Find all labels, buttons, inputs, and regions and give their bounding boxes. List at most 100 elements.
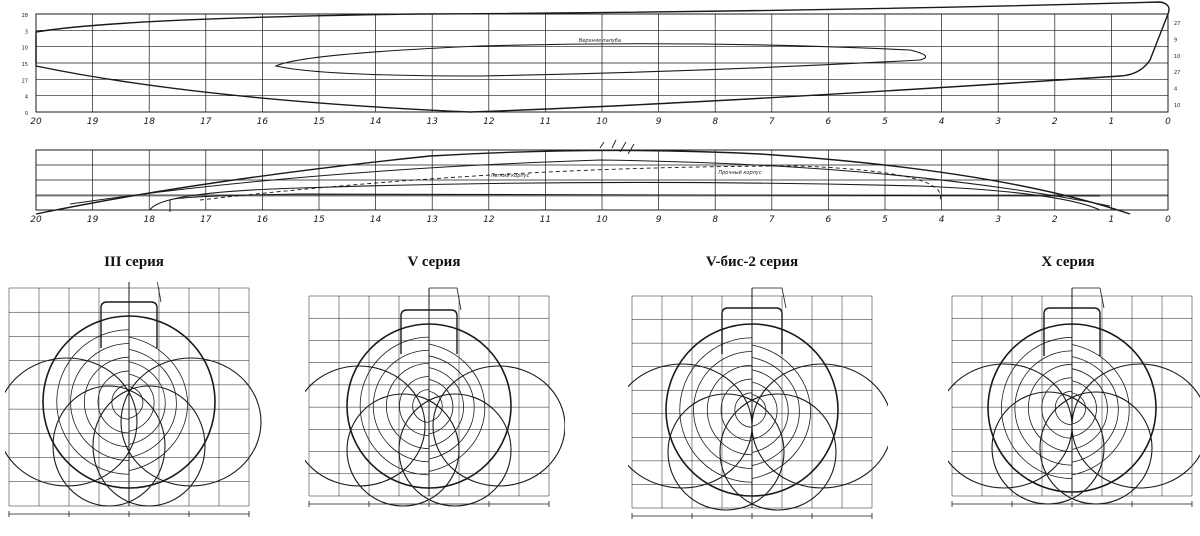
plan-station-label: 17 (200, 117, 212, 127)
frame-section-right (751, 394, 767, 427)
profile-keel-label: Прочный корпус (718, 170, 761, 176)
profile-outer-hull (35, 149, 1131, 215)
pressure-hull-section (346, 323, 512, 489)
plan-station-label: 6 (826, 117, 832, 127)
section-title-v-bis-2: V-бис-2 серия (705, 254, 799, 270)
plan-station-label: 11 (540, 117, 551, 127)
frame-section-left (1054, 390, 1073, 426)
conning-tower (1043, 307, 1101, 356)
ballast-tank-section (398, 393, 512, 507)
frame-section-right (751, 344, 811, 480)
plan-right-tick: 4 (1174, 87, 1177, 93)
plan-left-tick: 4 (25, 95, 28, 101)
plan-station-label: 9 (656, 117, 662, 127)
plan-left-tick: 10 (22, 46, 28, 52)
frame-section-right (128, 386, 144, 419)
pressure-hull-section (665, 323, 839, 497)
profile-station-label: 12 (483, 215, 495, 225)
profile-deck-label: Легкий корпус (490, 173, 530, 179)
conning-tower (100, 301, 158, 348)
ballast-tank-section (667, 393, 785, 511)
ballast-tank-section (305, 365, 426, 487)
body-plan-v (305, 287, 565, 507)
frame-section-left (693, 351, 753, 469)
ballast-tank-section (346, 393, 460, 507)
frame-section-right (128, 373, 155, 432)
profile-station-label: 1 (1109, 215, 1115, 225)
profile-station-label: 2 (1052, 215, 1058, 225)
frame-section-right (1071, 380, 1097, 438)
frame-section-left (412, 389, 430, 423)
section-title-v: V серия (407, 254, 461, 270)
conning-tower (400, 309, 458, 354)
frame-section-left (720, 378, 753, 442)
section-title-iii: III серия (104, 254, 164, 270)
periscope-outline (1072, 287, 1105, 309)
profile-station-label: 5 (882, 215, 888, 225)
ballast-tank-section (5, 357, 138, 487)
periscope-outline (752, 287, 787, 309)
profile-keel-line (149, 181, 1101, 211)
plan-station-label: 2 (1052, 117, 1058, 127)
frame-section-right (1071, 368, 1108, 450)
profile-station-label: 16 (257, 215, 269, 225)
frame-section-right (128, 361, 166, 445)
profile-station-label: 10 (596, 215, 608, 225)
plan-inner-label: Верхняя палуба (579, 38, 621, 44)
frame-section-right (128, 348, 177, 458)
pressure-hull-section (42, 315, 216, 489)
frame-section-left (399, 376, 430, 436)
ballast-tank-section (948, 363, 1073, 489)
profile-station-label: 8 (712, 215, 718, 225)
body-plan-x (948, 287, 1200, 507)
periscope-outline (156, 282, 162, 303)
plan-right-tick: 9 (1174, 38, 1177, 44)
plan-station-label: 0 (1165, 117, 1171, 127)
body-plan-v-bis-2 (628, 287, 888, 519)
plan-left-tick: 27 (22, 78, 28, 84)
frame-section-left (386, 362, 430, 450)
plan-station-label: 5 (882, 117, 888, 127)
plan-right-tick: 27 (1174, 21, 1180, 27)
profile-station-label: 6 (826, 215, 832, 225)
profile-station-label: 20 (30, 215, 42, 225)
plan-station-label: 13 (426, 117, 438, 127)
profile-station-label: 15 (313, 215, 325, 225)
plan-right-tick: 10 (1174, 103, 1180, 109)
profile-station-label: 13 (426, 215, 438, 225)
plan-deck-outline (274, 43, 927, 77)
frame-section-right (751, 356, 800, 466)
body-plan-iii (5, 282, 262, 517)
plan-right-tick: 10 (1174, 54, 1180, 60)
frame-section-right (751, 381, 778, 440)
profile-dashed-line (199, 165, 942, 201)
frame-section-right (1071, 344, 1130, 476)
section-title-x: X серия (1041, 254, 1095, 270)
frame-section-right (428, 367, 464, 447)
frame-section-left (734, 392, 753, 428)
plan-station-label: 10 (596, 117, 608, 127)
plan-left-tick: 28 (22, 13, 28, 19)
frame-section-left (111, 384, 130, 420)
pressure-hull-section (987, 323, 1157, 493)
plan-station-label: 8 (712, 117, 718, 127)
plan-station-label: 15 (313, 117, 325, 127)
plan-station-label: 1 (1109, 117, 1115, 127)
plan-right-tick: 27 (1174, 70, 1180, 76)
frame-section-left (1028, 363, 1073, 453)
ballast-tank-section (1071, 363, 1200, 489)
ballast-tank-section (52, 385, 166, 507)
profile-station-label: 18 (143, 215, 155, 225)
frame-section-left (359, 336, 430, 476)
frame-section-right (428, 343, 486, 472)
plan-station-label: 3 (995, 117, 1001, 127)
frame-section-left (97, 370, 130, 434)
frame-section-right (751, 369, 789, 453)
plan-left-tick: 3 (25, 29, 28, 35)
profile-periscopes (599, 139, 635, 155)
frame-section-right (428, 390, 443, 422)
plan-station-label: 18 (143, 117, 155, 127)
frame-section-left (679, 337, 753, 483)
frame-section-left (1014, 350, 1073, 466)
